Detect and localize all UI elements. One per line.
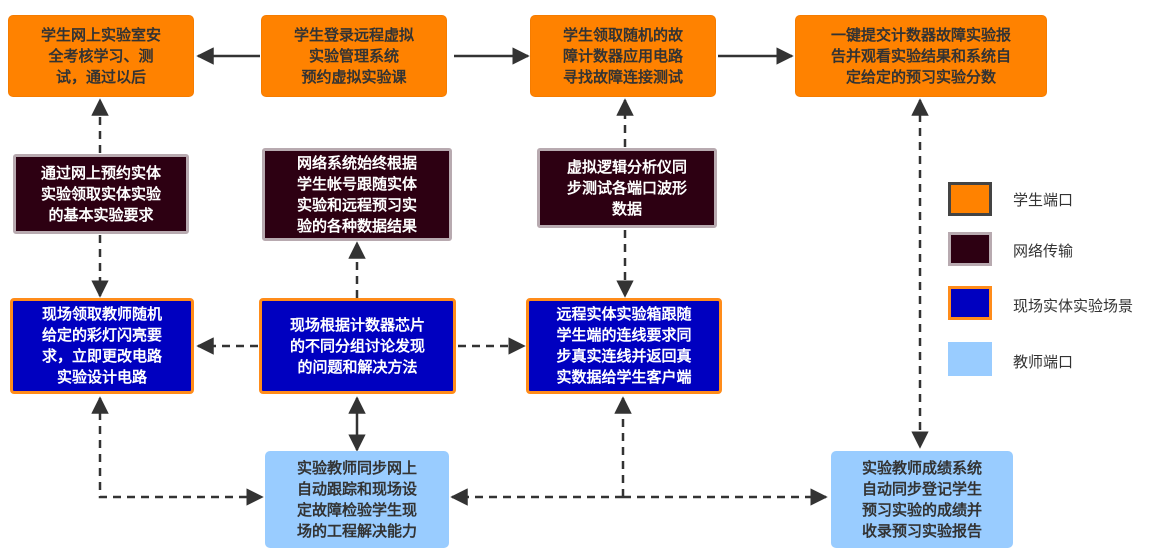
legend-swatch-teacher <box>948 342 992 376</box>
node-student-fault-test: 学生领取随机的故 障计数器应用电路 寻找故障连接测试 <box>530 15 716 97</box>
legend-label-teacher: 教师端口 <box>1013 353 1074 371</box>
node-onsite-group-discuss: 现场根据计数器芯片 的不同分组讨论发现 的问题和解决方法 <box>259 298 456 394</box>
legend-label-onsite: 现场实体实验场景 <box>1013 297 1134 315</box>
node-teacher-grade-system: 实验教师成绩系统 自动同步登记学生 预习实验的成绩并 收录预习实验报告 <box>831 451 1013 548</box>
node-onsite-modify-circuit: 现场领取教师随机 给定的彩灯闪亮要 求，立即更改电路 实验设计电路 <box>10 298 194 394</box>
node-onsite-remote-box: 远程实体实验箱跟随 学生端的连线要求同 步真实连线并返回真 实数据给学生客户端 <box>526 298 722 394</box>
node-student-safety-exam: 学生网上实验室安 全考核学习、测 试，通过以后 <box>8 15 194 97</box>
node-student-login-book: 学生登录远程虚拟 实验管理系统 预约虚拟实验课 <box>261 15 447 97</box>
legend-swatch-network <box>948 232 992 266</box>
legend-swatch-student <box>948 182 992 216</box>
node-teacher-auto-track: 实验教师同步网上 自动跟踪和现场设 定故障检验学生现 场的工程解决能力 <box>265 451 449 548</box>
legend-label-network: 网络传输 <box>1013 242 1074 260</box>
arrow-modify-teacher-bidirectional <box>91 396 264 506</box>
legend-label-student: 学生端口 <box>1013 191 1074 209</box>
node-student-submit-report: 一键提交计数器故障实验报 告并观看实验结果和系统自 定给定的预习实验分数 <box>795 15 1047 97</box>
legend-swatch-onsite <box>948 286 992 320</box>
node-net-logic-analyzer: 虚拟逻辑分析仪同 步测试各端口波形 数据 <box>537 148 717 228</box>
node-net-track-data: 网络系统始终根据 学生帐号跟随实体 实验和远程预习实 验的各种数据结果 <box>262 148 452 241</box>
node-net-book-requirements: 通过网上预约实体 实验领取实体实验 的基本实验要求 <box>13 154 189 234</box>
